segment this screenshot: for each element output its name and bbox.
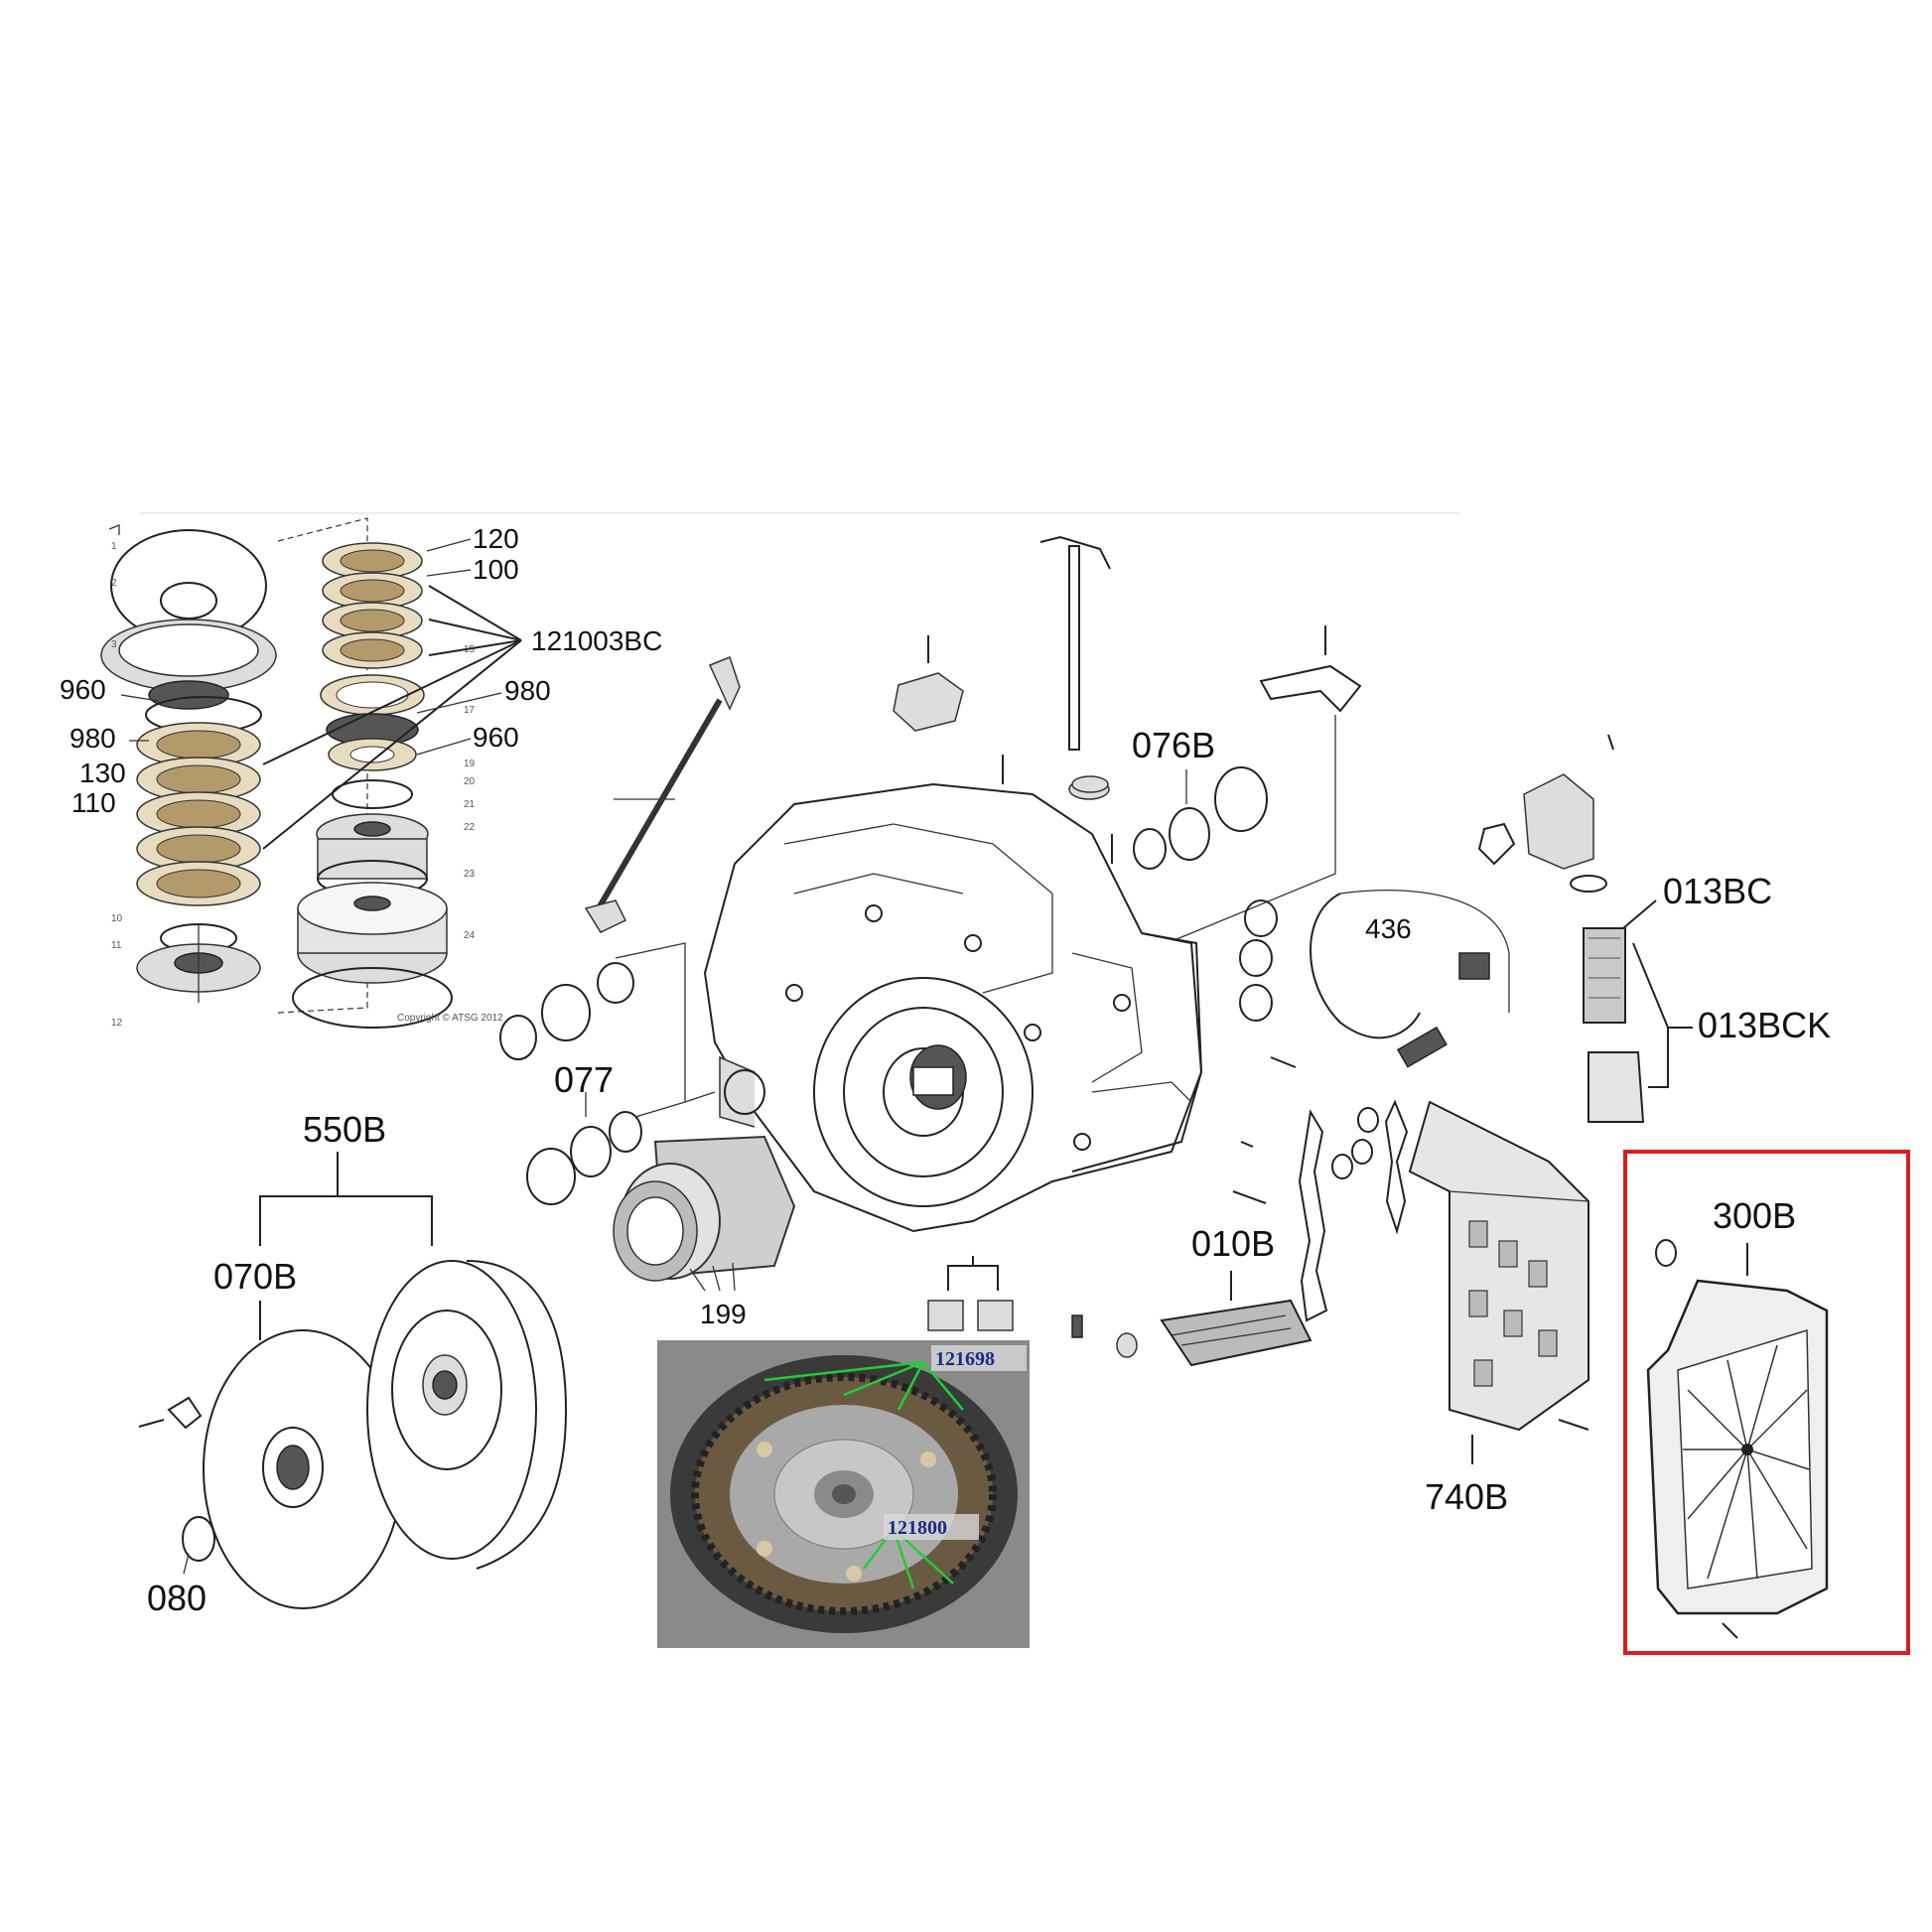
seals-077: 077 xyxy=(499,942,716,1205)
label-013BCK: 013BCK xyxy=(1698,1005,1831,1045)
damper-photo-inset: 121698 121800 xyxy=(657,1340,1030,1648)
label-199: 199 xyxy=(700,1299,747,1329)
label-130: 130 xyxy=(79,758,126,788)
left-clutch-plates xyxy=(136,722,261,906)
label-013BC: 013BC xyxy=(1663,871,1772,911)
right-clutch-plates xyxy=(322,542,423,669)
label-077: 077 xyxy=(554,1059,614,1100)
svg-text:1: 1 xyxy=(111,541,117,552)
inset-leaders xyxy=(120,538,522,850)
label-080: 080 xyxy=(147,1578,207,1618)
transmission-case xyxy=(703,755,1203,1233)
label-110: 110 xyxy=(71,787,116,818)
svg-text:21: 21 xyxy=(464,799,476,810)
svg-text:11: 11 xyxy=(111,940,122,951)
drum-199: 199 xyxy=(613,1135,796,1329)
label-100: 100 xyxy=(473,554,519,585)
left-clutch-stack xyxy=(100,524,277,1003)
label-960-right: 960 xyxy=(473,722,519,753)
inset-item-numbers: 1 2 3 10 11 12 15 17 19 20 21 22 23 24 C… xyxy=(111,541,503,1029)
wiring-sensor-rod xyxy=(584,656,741,933)
svg-text:10: 10 xyxy=(111,913,123,924)
svg-text:Copyright © ATSG 2012: Copyright © ATSG 2012 xyxy=(397,1013,503,1024)
label-740B: 740B xyxy=(1425,1476,1508,1517)
dipstick-tube xyxy=(1039,535,1111,800)
label-121003BC: 121003BC xyxy=(531,625,662,656)
svg-text:20: 20 xyxy=(464,776,476,787)
label-550B: 550B xyxy=(303,1109,386,1150)
sensor-harness-436: 436 xyxy=(1232,889,1510,1204)
label-980-left: 980 xyxy=(69,723,116,754)
seals-076B: 076B xyxy=(1022,715,1336,1004)
svg-text:19: 19 xyxy=(464,759,476,769)
clutch-exploded-inset: 1 2 3 10 11 12 15 17 19 20 21 22 23 24 C… xyxy=(60,512,1459,1029)
svg-text:22: 22 xyxy=(464,822,476,833)
label-076B: 076B xyxy=(1132,725,1215,765)
torque-converter: 550B 070B 080 xyxy=(138,1109,568,1618)
label-960-left: 960 xyxy=(60,674,106,705)
svg-text:12: 12 xyxy=(111,1018,123,1029)
valve-body-740B: 740B xyxy=(1298,1099,1589,1517)
svg-text:2: 2 xyxy=(111,578,117,589)
label-010B: 010B xyxy=(1191,1223,1275,1264)
svg-text:3: 3 xyxy=(111,639,117,650)
label-436: 436 xyxy=(1365,913,1412,944)
svg-text:15: 15 xyxy=(464,644,476,655)
right-clutch-stack xyxy=(292,542,453,1029)
drain-plugs xyxy=(927,1256,1138,1358)
label-300B: 300B xyxy=(1713,1195,1796,1236)
label-070B: 070B xyxy=(213,1256,297,1297)
label-121698: 121698 xyxy=(935,1348,995,1370)
label-121800: 121800 xyxy=(888,1517,947,1539)
svg-text:24: 24 xyxy=(464,930,476,941)
top-brackets xyxy=(893,625,1362,732)
highlight-box-300B: 300B xyxy=(1623,1150,1910,1655)
label-120: 120 xyxy=(473,523,519,554)
label-980-right: 980 xyxy=(504,675,551,706)
svg-text:23: 23 xyxy=(464,869,476,880)
filter-013BC: 013BC 013BCK xyxy=(1477,734,1831,1123)
filter-010B: 010B xyxy=(1160,1223,1312,1367)
svg-text:17: 17 xyxy=(464,705,476,716)
